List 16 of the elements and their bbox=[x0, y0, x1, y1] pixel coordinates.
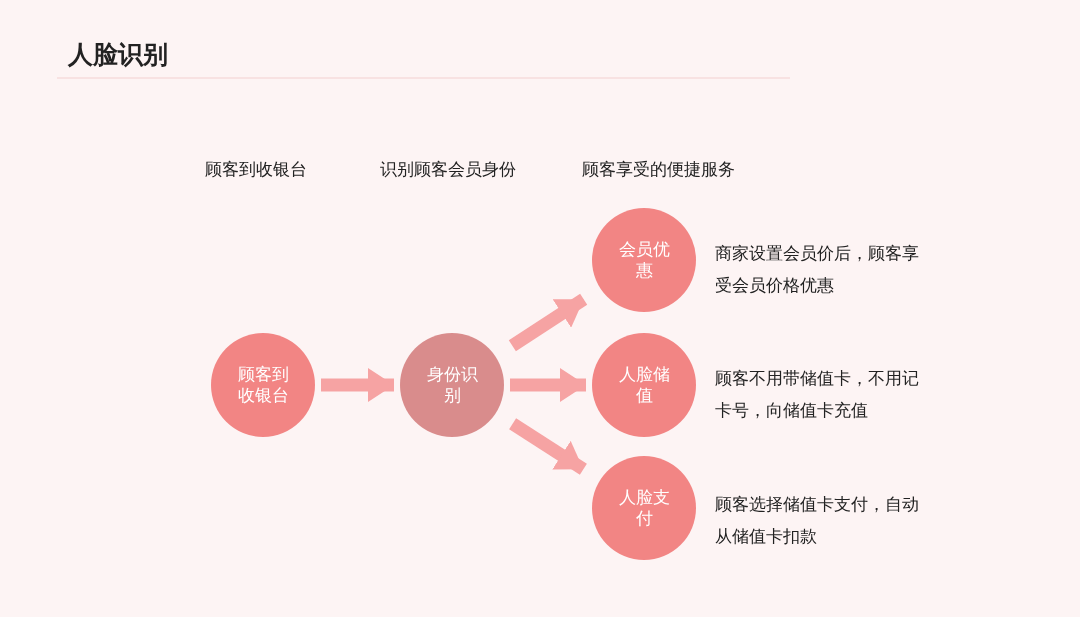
arrow bbox=[508, 293, 588, 352]
arrow bbox=[510, 368, 586, 402]
node-label: 人脸支付 bbox=[617, 487, 671, 529]
node-label: 顾客到收银台 bbox=[236, 364, 290, 406]
description-text: 顾客选择储值卡支付，自动从储值卡扣款 bbox=[715, 493, 920, 548]
node-label: 会员优惠 bbox=[617, 239, 671, 281]
description-text: 顾客不用带储值卡，不用记卡号，向储值卡充值 bbox=[715, 367, 920, 422]
column-heading: 顾客到收银台 bbox=[205, 158, 307, 181]
column-heading: 顾客享受的便捷服务 bbox=[582, 158, 735, 181]
node-label: 人脸储值 bbox=[617, 364, 671, 406]
arrow bbox=[321, 368, 394, 402]
arrow bbox=[509, 418, 587, 475]
column-heading: 识别顾客会员身份 bbox=[380, 158, 516, 181]
page-title: 人脸识别 bbox=[68, 39, 168, 71]
description-text: 商家设置会员价后，顾客享受会员价格优惠 bbox=[715, 242, 920, 297]
node-label: 身份识别 bbox=[425, 364, 479, 406]
